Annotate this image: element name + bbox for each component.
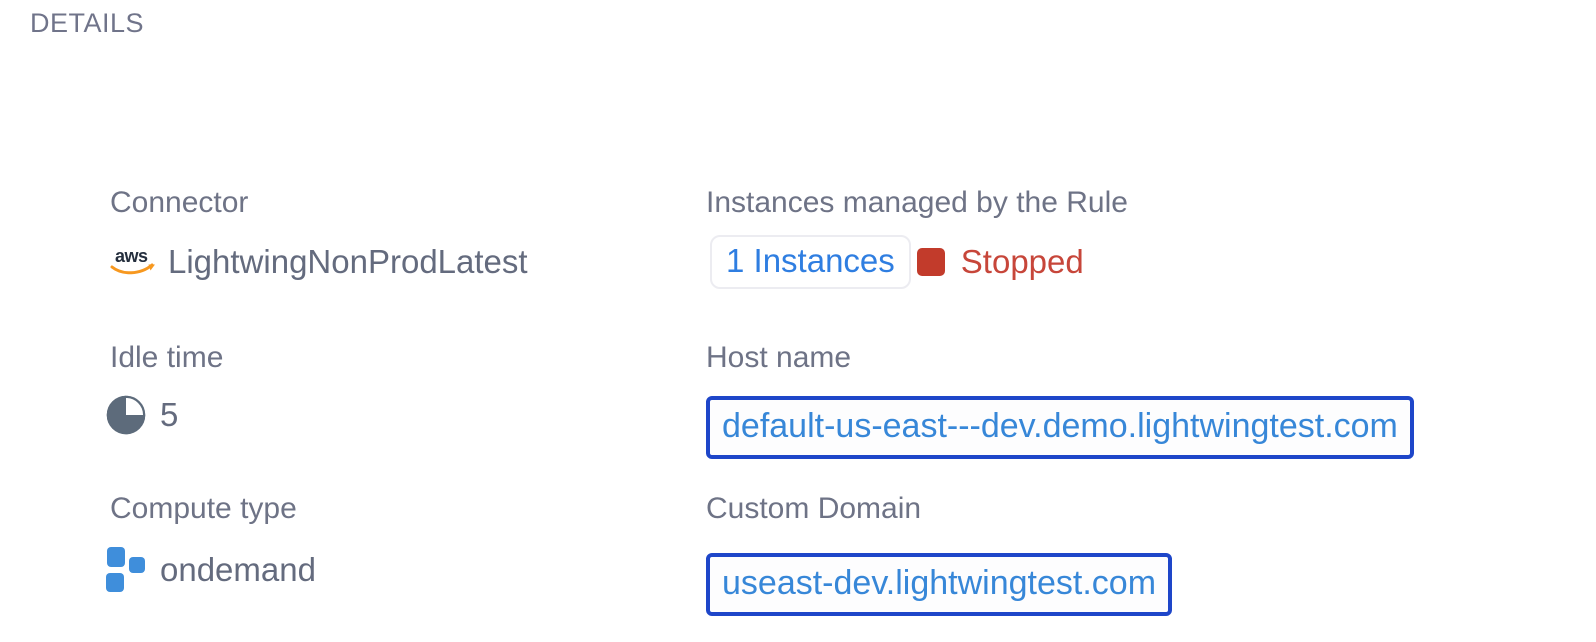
compute-type-value-row: ondemand bbox=[106, 545, 316, 595]
compute-type-label: Compute type bbox=[110, 492, 297, 525]
idle-time-label: Idle time bbox=[110, 341, 224, 374]
host-name-link[interactable]: default-us-east---dev.demo.lightwingtest… bbox=[706, 396, 1414, 459]
compute-squares-icon bbox=[106, 547, 146, 593]
compute-type-value: ondemand bbox=[160, 551, 316, 588]
instances-value-row: 1 Instances Stopped bbox=[710, 234, 1084, 290]
idle-time-value: 5 bbox=[160, 396, 179, 433]
instances-count-link[interactable]: 1 Instances bbox=[710, 235, 911, 289]
connector-value: LightwingNonProdLatest bbox=[168, 243, 528, 280]
instances-managed-label: Instances managed by the Rule bbox=[706, 186, 1128, 219]
host-name-label: Host name bbox=[706, 341, 852, 374]
custom-domain-label: Custom Domain bbox=[706, 492, 922, 525]
pie-clock-icon bbox=[104, 393, 148, 437]
connector-label: Connector bbox=[110, 186, 249, 219]
idle-time-value-row: 5 bbox=[104, 390, 178, 440]
page-title: DETAILS bbox=[30, 8, 145, 38]
stopped-square-icon bbox=[916, 248, 945, 276]
connector-value-row: aws LightwingNonProdLatest bbox=[108, 236, 528, 288]
instances-status-text: Stopped bbox=[960, 243, 1084, 280]
aws-logo-text: aws bbox=[115, 246, 148, 266]
custom-domain-link[interactable]: useast-dev.lightwingtest.com bbox=[706, 553, 1173, 616]
aws-icon: aws bbox=[108, 245, 158, 279]
